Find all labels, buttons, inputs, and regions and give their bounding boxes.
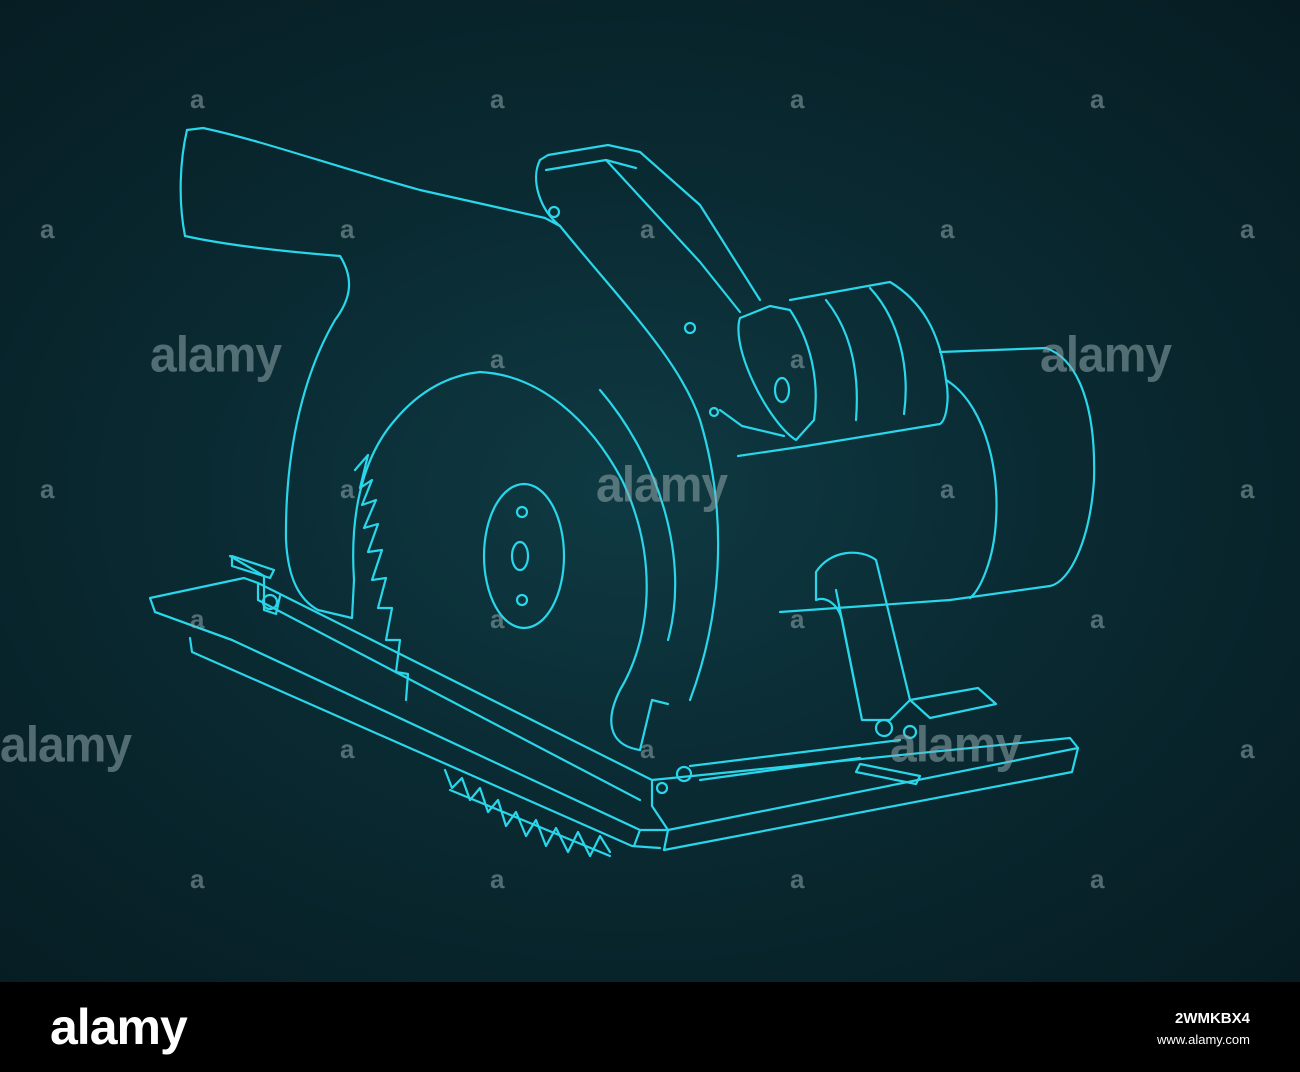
watermark-mark: a xyxy=(490,864,505,894)
watermark-mark: a xyxy=(940,214,955,244)
watermark-word: alamy xyxy=(0,717,132,774)
depth-lever xyxy=(228,554,693,795)
footer-logo[interactable]: alamy xyxy=(50,999,188,1055)
watermark-mark: a xyxy=(940,474,955,504)
watermark-mark: a xyxy=(490,84,505,114)
watermark-mark: a xyxy=(190,864,205,894)
watermark-word: alamy xyxy=(150,327,282,384)
watermark-mark: a xyxy=(490,604,505,634)
top-handle xyxy=(535,143,762,418)
footer-bar: alamy 2WMKBX4 www.alamy.com xyxy=(0,982,1300,1072)
watermark-mark: a xyxy=(340,734,355,764)
watermark-mark: a xyxy=(40,474,55,504)
image-id: 2WMKBX4 xyxy=(1174,1010,1250,1027)
blade-guard xyxy=(179,126,720,752)
site-link[interactable]: www.alamy.com xyxy=(1157,1032,1250,1047)
watermark-mark: a xyxy=(340,474,355,504)
watermark-word: alamy xyxy=(1040,327,1172,384)
saw-blade xyxy=(353,453,612,858)
watermark-mark: a xyxy=(640,214,655,244)
bevel-adjust xyxy=(814,551,918,740)
motor-housing xyxy=(736,280,1096,614)
watermark-mark: a xyxy=(790,84,805,114)
watermark-mark: a xyxy=(490,344,505,374)
watermark-mark: a xyxy=(1240,734,1255,764)
watermark-mark: a xyxy=(1240,474,1255,504)
watermark-mark: a xyxy=(1240,214,1255,244)
base-plate xyxy=(148,554,1080,852)
trigger-grip xyxy=(718,304,817,442)
blueprint-drawing: a a a a a a a a a alamy a a alamy a a al… xyxy=(0,0,1300,982)
watermark-mark: a xyxy=(340,214,355,244)
blade-arbor xyxy=(482,482,566,630)
watermark-mark: a xyxy=(1090,604,1105,634)
watermark-mark: a xyxy=(1090,84,1105,114)
watermark-mark: a xyxy=(790,344,805,374)
watermark-mark: a xyxy=(790,864,805,894)
watermark-mark: a xyxy=(1090,864,1105,894)
watermark-mark: a xyxy=(790,604,805,634)
watermark-word: alamy xyxy=(890,717,1022,774)
watermark-word: alamy xyxy=(596,457,728,514)
circular-saw-illustration xyxy=(148,126,1096,858)
watermark-mark: a xyxy=(640,734,655,764)
watermark-mark: a xyxy=(190,84,205,114)
watermark-mark: a xyxy=(190,604,205,634)
watermark-mark: a xyxy=(40,214,55,244)
